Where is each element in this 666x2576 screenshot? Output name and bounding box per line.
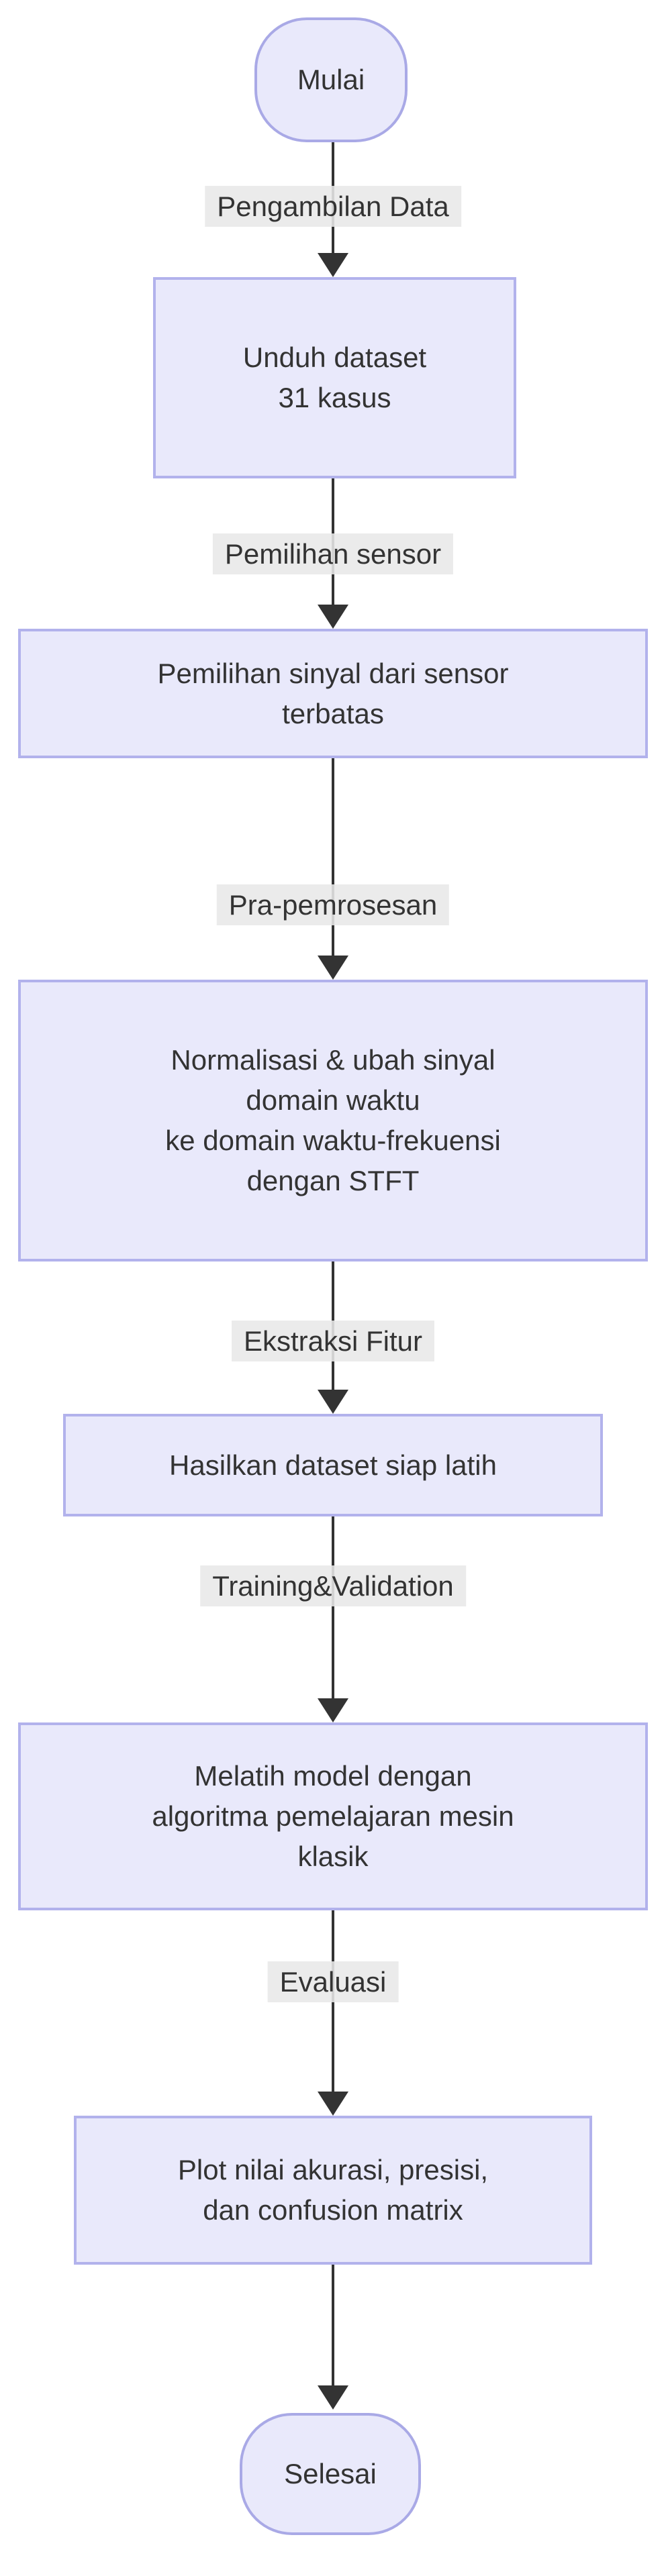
flowchart-node-train-model: Melatih model dengan algoritma pemelajar… <box>18 1722 648 1910</box>
edge-label-training-validation: Training&Validation <box>200 1565 466 1606</box>
arrowhead-icon <box>318 1698 348 1722</box>
node-label-unduh-dataset: Unduh dataset 31 kasus <box>242 342 427 413</box>
flowchart-node-dataset-ready: Hasilkan dataset siap latih <box>63 1414 603 1516</box>
edge-label-pemilihan-sensor: Pemilihan sensor <box>212 533 454 574</box>
flowchart-node-end: Selesai <box>240 2413 421 2535</box>
flowchart-node-plot-results: Plot nilai akurasi, presisi, dan confusi… <box>74 2116 592 2265</box>
flowchart-node-download-dataset: Unduh dataset 31 kasus <box>153 277 516 478</box>
flowchart-node-start: Mulai <box>254 17 408 142</box>
arrowhead-icon <box>318 605 348 629</box>
node-label-pemilihan-sinyal: Pemilihan sinyal dari sensor terbatas <box>157 657 509 729</box>
node-label-mulai: Mulai <box>297 64 365 95</box>
flowchart-node-sensor-selection: Pemilihan sinyal dari sensor terbatas <box>18 629 648 758</box>
node-label-normalisasi-stft: Normalisasi & ubah sinyal domain waktu k… <box>165 1044 501 1196</box>
edge-label-ekstraksi-fitur: Ekstraksi Fitur <box>231 1321 435 1361</box>
arrowhead-icon <box>318 956 348 980</box>
node-label-plot-akurasi: Plot nilai akurasi, presisi, dan confusi… <box>177 2154 489 2226</box>
node-label-melatih-model: Melatih model dengan algoritma pemelajar… <box>152 1760 514 1872</box>
arrowhead-icon <box>318 2092 348 2116</box>
arrowhead-icon <box>318 1390 348 1414</box>
node-label-selesai: Selesai <box>284 2458 377 2489</box>
arrowhead-icon <box>318 2385 348 2410</box>
edge-label-pengambilan-data: Pengambilan Data <box>205 186 461 227</box>
edge-label-pra-pemrosesan: Pra-pemrosesan <box>216 884 450 925</box>
flowchart-node-preprocessing: Normalisasi & ubah sinyal domain waktu k… <box>18 980 648 1261</box>
edge-line-dataset-train <box>332 1516 334 1700</box>
arrowhead-icon <box>318 253 348 277</box>
node-label-hasilkan-dataset: Hasilkan dataset siap latih <box>169 1449 497 1481</box>
edge-label-evaluasi: Evaluasi <box>267 1961 399 2002</box>
edge-line-select-preprocess <box>332 758 334 958</box>
edge-line-plot-end <box>332 2265 334 2387</box>
